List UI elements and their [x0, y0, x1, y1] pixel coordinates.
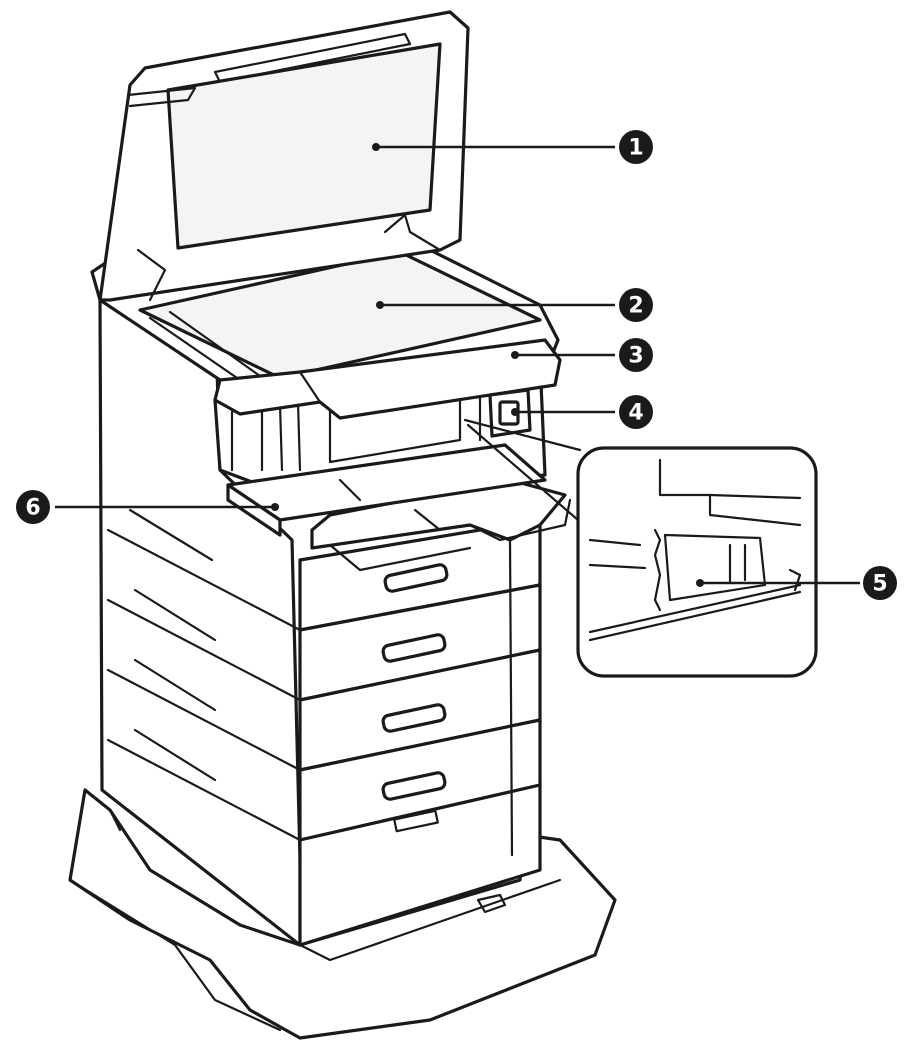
- svg-text:6: 6: [25, 496, 40, 521]
- svg-text:5: 5: [872, 572, 887, 597]
- svg-text:2: 2: [628, 294, 643, 319]
- callout-3: 3: [619, 338, 653, 372]
- callout-leaders: [55, 143, 860, 587]
- svg-text:3: 3: [628, 344, 643, 369]
- callout-4: 4: [619, 395, 653, 429]
- zoom-inset: [463, 418, 818, 678]
- svg-text:4: 4: [628, 401, 643, 426]
- callout-6: 6: [16, 490, 50, 524]
- cabinet-base: [68, 788, 617, 1040]
- callout-1: 1: [619, 130, 653, 164]
- document-cover: [98, 10, 470, 302]
- printer-body-side: [98, 298, 302, 947]
- callout-2: 2: [619, 288, 653, 322]
- output-tray: [226, 443, 572, 572]
- callout-5: 5: [863, 566, 897, 600]
- svg-text:1: 1: [628, 136, 643, 161]
- paper-cassettes: [298, 518, 542, 947]
